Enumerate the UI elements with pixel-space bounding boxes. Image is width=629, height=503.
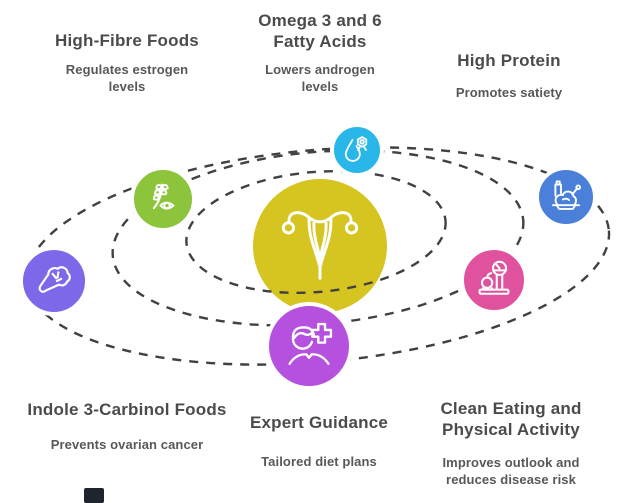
uterus-icon [281, 211, 359, 280]
node-circle-expert [265, 302, 353, 390]
node-title: Clean Eating and Physical Activity [440, 399, 582, 439]
label-block-indole: Indole 3-Carbinol Foods Prevents ovarian… [27, 399, 227, 453]
node-circle-high-protein [535, 166, 597, 228]
doctor-cross-icon [288, 322, 333, 365]
node-title: Indole 3-Carbinol Foods [27, 400, 227, 419]
node-title: High Protein [457, 51, 561, 70]
label-block-clean-eating: Clean Eating and Physical Activity Impro… [420, 398, 602, 488]
node-circle-high-fibre [130, 166, 196, 232]
hub-circle-uterus [249, 175, 391, 317]
label-block-high-fibre: High-Fibre Foods Regulates estrogen leve… [27, 30, 227, 95]
watermark-fragment [84, 488, 104, 503]
label-block-omega: Omega 3 and 6 Fatty Acids Lowers androge… [245, 10, 395, 95]
node-title: Omega 3 and 6 Fatty Acids [258, 11, 382, 51]
scale-apple-icon [478, 260, 510, 295]
oil-drop-molecule-icon [344, 136, 368, 162]
node-description: Lowers androgen levels [265, 62, 375, 94]
node-circle-indole [19, 246, 89, 316]
node-description: Improves outlook and reduces disease ris… [442, 455, 580, 487]
roast-chicken-icon [551, 180, 581, 210]
label-block-expert: Expert Guidance Tailored diet plans [229, 412, 409, 470]
node-title: High-Fibre Foods [55, 31, 199, 50]
wheat-eye-icon [152, 183, 175, 210]
node-description: Regulates estrogen levels [65, 62, 189, 94]
node-title: Expert Guidance [249, 413, 389, 432]
node-description: Promotes satiety [455, 85, 563, 100]
node-circle-clean-eating [460, 246, 528, 314]
label-block-high-protein: High Protein Promotes satiety [418, 50, 600, 101]
broccoli-icon [38, 266, 71, 293]
node-description: Prevents ovarian cancer [50, 437, 204, 452]
node-circle-omega [330, 123, 384, 177]
node-description: Tailored diet plans [261, 454, 377, 469]
